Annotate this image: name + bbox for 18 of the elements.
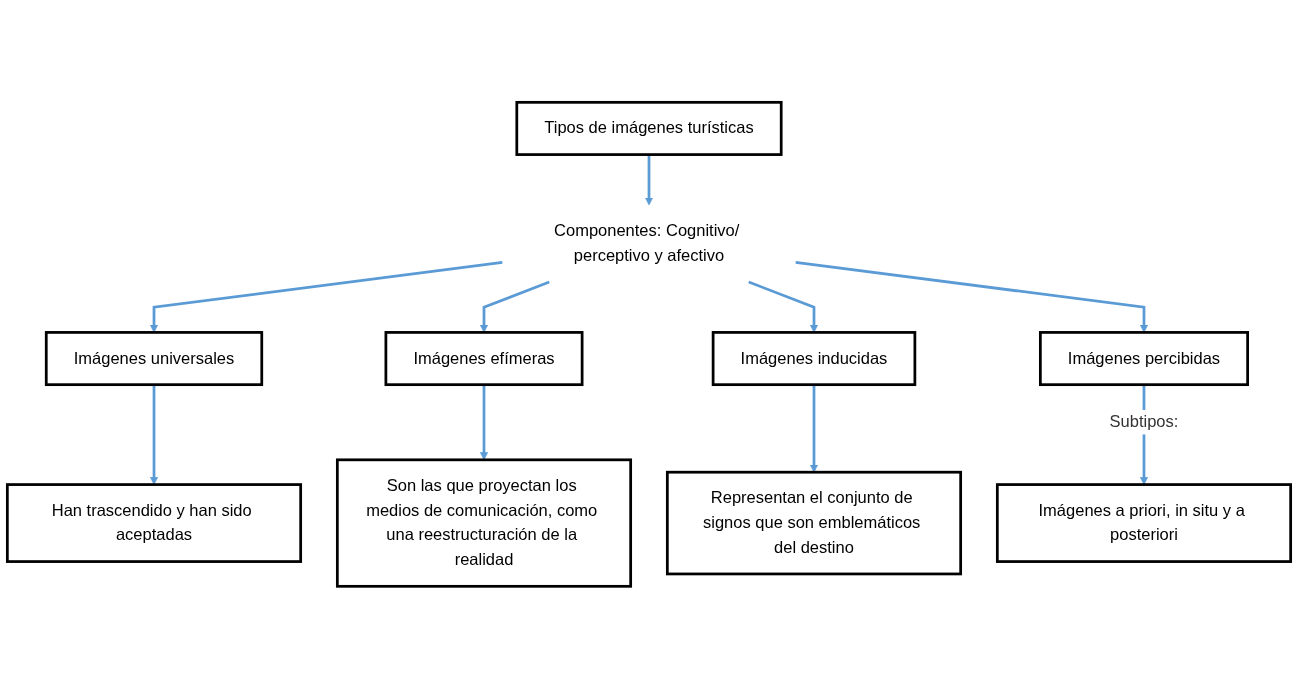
- node-box: Representan el conjunto de signos que son emblemáticos del destino: [665, 471, 963, 576]
- node-box: Tipos de imágenes turísticas: [515, 101, 783, 157]
- arrow: [479, 280, 550, 333]
- arrow: [479, 384, 489, 461]
- edge-label: Subtipos:: [1109, 412, 1179, 432]
- arrow: [644, 154, 654, 206]
- node-box: Han trascendido y han sido aceptadas: [5, 483, 303, 564]
- node-box: Son las que proyectan los medios de comunicación, como una reestructuración de la realidad: [335, 458, 633, 588]
- node-box: Imágenes a priori, in situ y a posteriori: [995, 483, 1293, 564]
- node-text: Componentes: Cognitivo/ perceptivo y afectivo: [554, 221, 740, 265]
- arrow: [809, 384, 819, 473]
- node-box: Imágenes percibidas: [1039, 331, 1249, 387]
- node-box: Imágenes universales: [44, 331, 264, 387]
- arrow: [795, 261, 1148, 333]
- node-box: Imágenes inducidas: [711, 331, 917, 387]
- arrow: [150, 261, 503, 333]
- arrow: [748, 280, 819, 333]
- node-box: Imágenes efímeras: [384, 331, 584, 387]
